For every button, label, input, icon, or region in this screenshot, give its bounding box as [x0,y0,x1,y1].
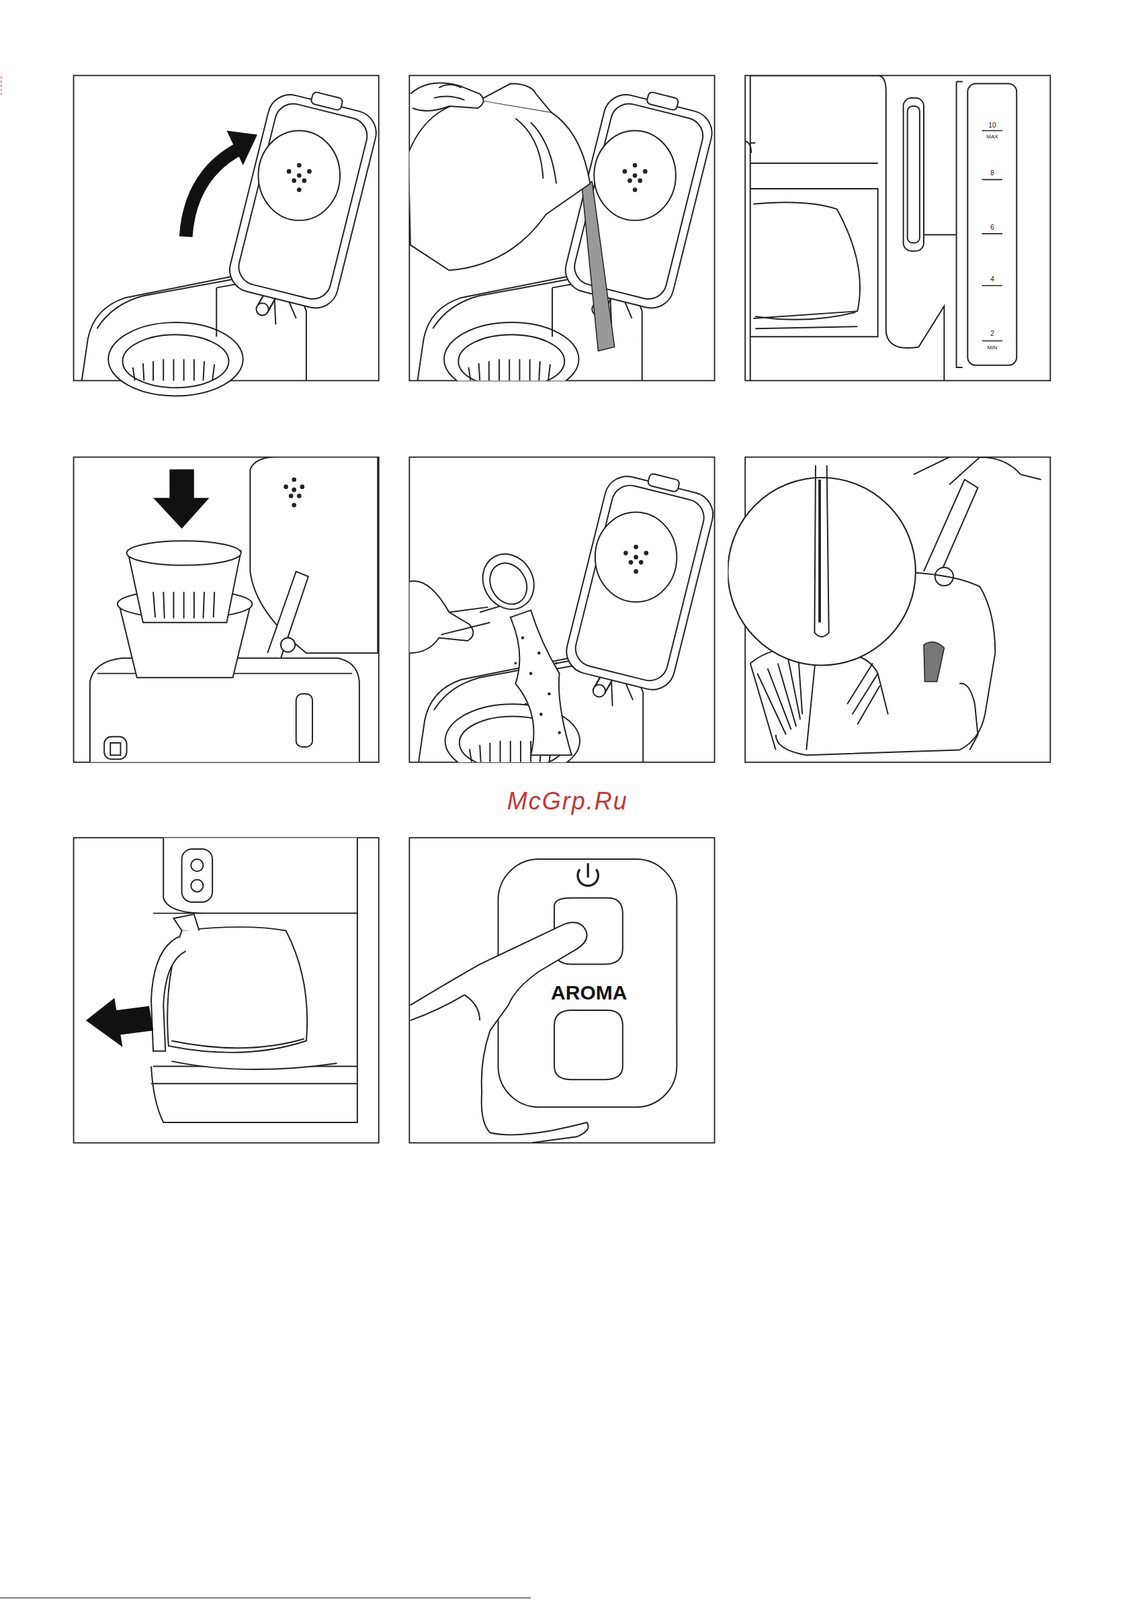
aroma-control-step [410,859,677,1143]
scale-number: 4 [990,276,995,283]
scale-number: 2 [990,330,995,338]
footer-rule [0,1597,531,1599]
scale-mark: MIN [987,345,998,351]
drip-stop-step [727,457,1041,756]
scale-number: 6 [990,224,995,232]
fill-water-step [408,81,719,396]
insert-filter-step [90,457,378,763]
water-level-step [745,75,1017,381]
open-lid-step [81,81,383,396]
button-label: AROMA [548,982,629,1004]
edge-mark [0,76,3,97]
scale-number: 8 [990,169,995,177]
watermark: McGrp.Ru [507,789,629,814]
scale-number: 10 [988,122,996,129]
panel-frames [73,75,1051,1143]
scale-mark: MAX [986,134,998,140]
insert-carafe-step [85,837,358,1123]
add-coffee-step [409,463,720,778]
